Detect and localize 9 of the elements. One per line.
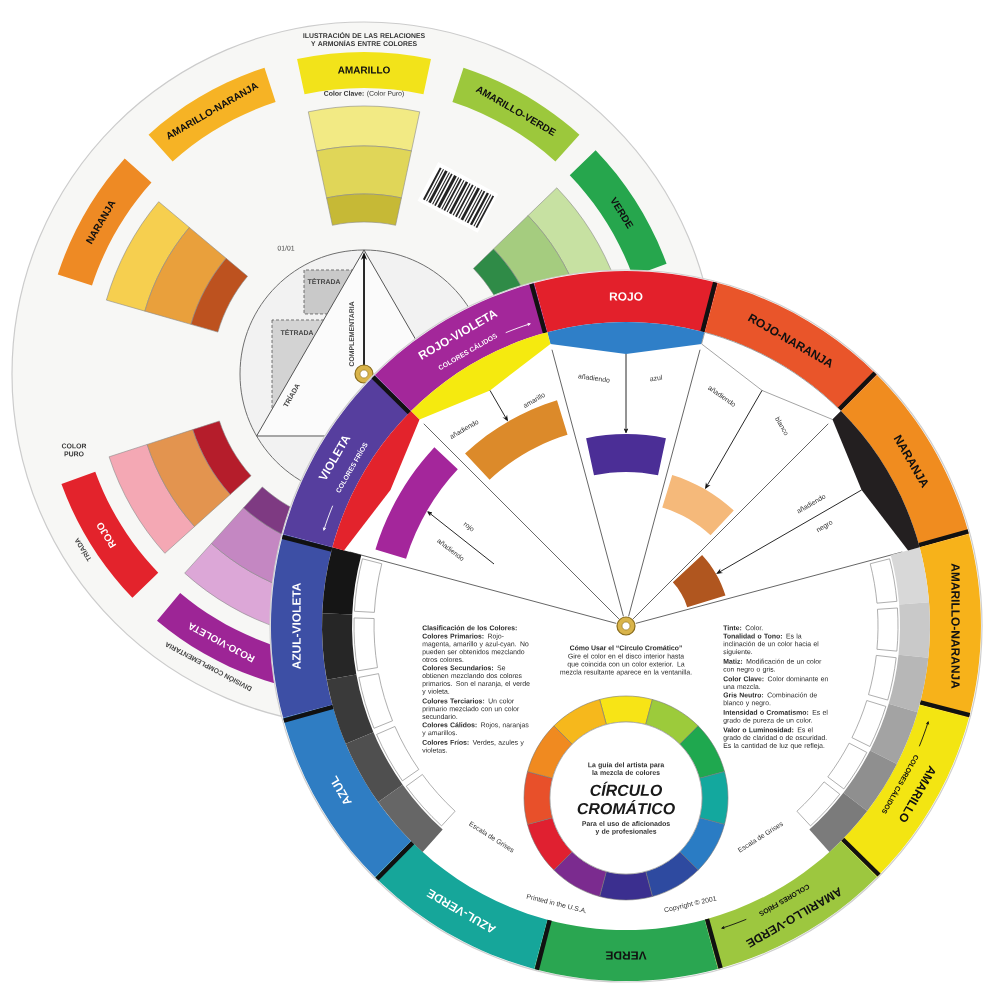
arrow	[624, 353, 629, 434]
arrow	[489, 389, 508, 421]
arrow	[716, 489, 863, 574]
color-patch	[672, 555, 726, 608]
arrow	[427, 511, 495, 565]
arrow	[705, 389, 763, 489]
color-mask	[547, 322, 705, 354]
color-patch	[662, 474, 734, 536]
color-patch	[586, 434, 666, 476]
